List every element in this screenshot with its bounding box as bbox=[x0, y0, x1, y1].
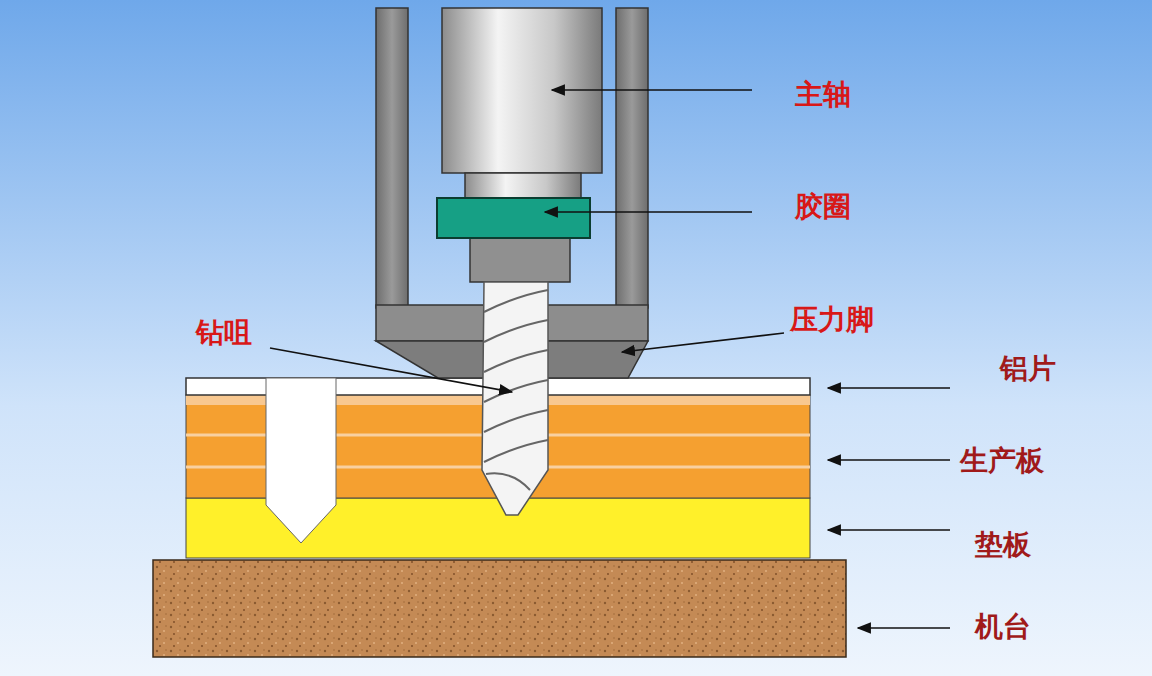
part-label: 钻咀 bbox=[196, 318, 252, 349]
leader-lines bbox=[270, 90, 950, 628]
part-label: 压力脚 bbox=[790, 305, 874, 336]
spindle bbox=[442, 8, 602, 282]
part-label: 生产板 bbox=[960, 446, 1044, 477]
drilled-hole bbox=[266, 378, 336, 543]
part-label: 铝片 bbox=[1000, 354, 1056, 385]
part-label: 胶圈 bbox=[795, 192, 851, 223]
drill-bit bbox=[482, 282, 548, 515]
part-label: 主轴 bbox=[795, 80, 851, 111]
rubber-ring bbox=[437, 198, 590, 238]
part-label: 垫板 bbox=[975, 530, 1031, 561]
part-label: 机台 bbox=[975, 612, 1031, 643]
machine-table bbox=[153, 560, 846, 657]
